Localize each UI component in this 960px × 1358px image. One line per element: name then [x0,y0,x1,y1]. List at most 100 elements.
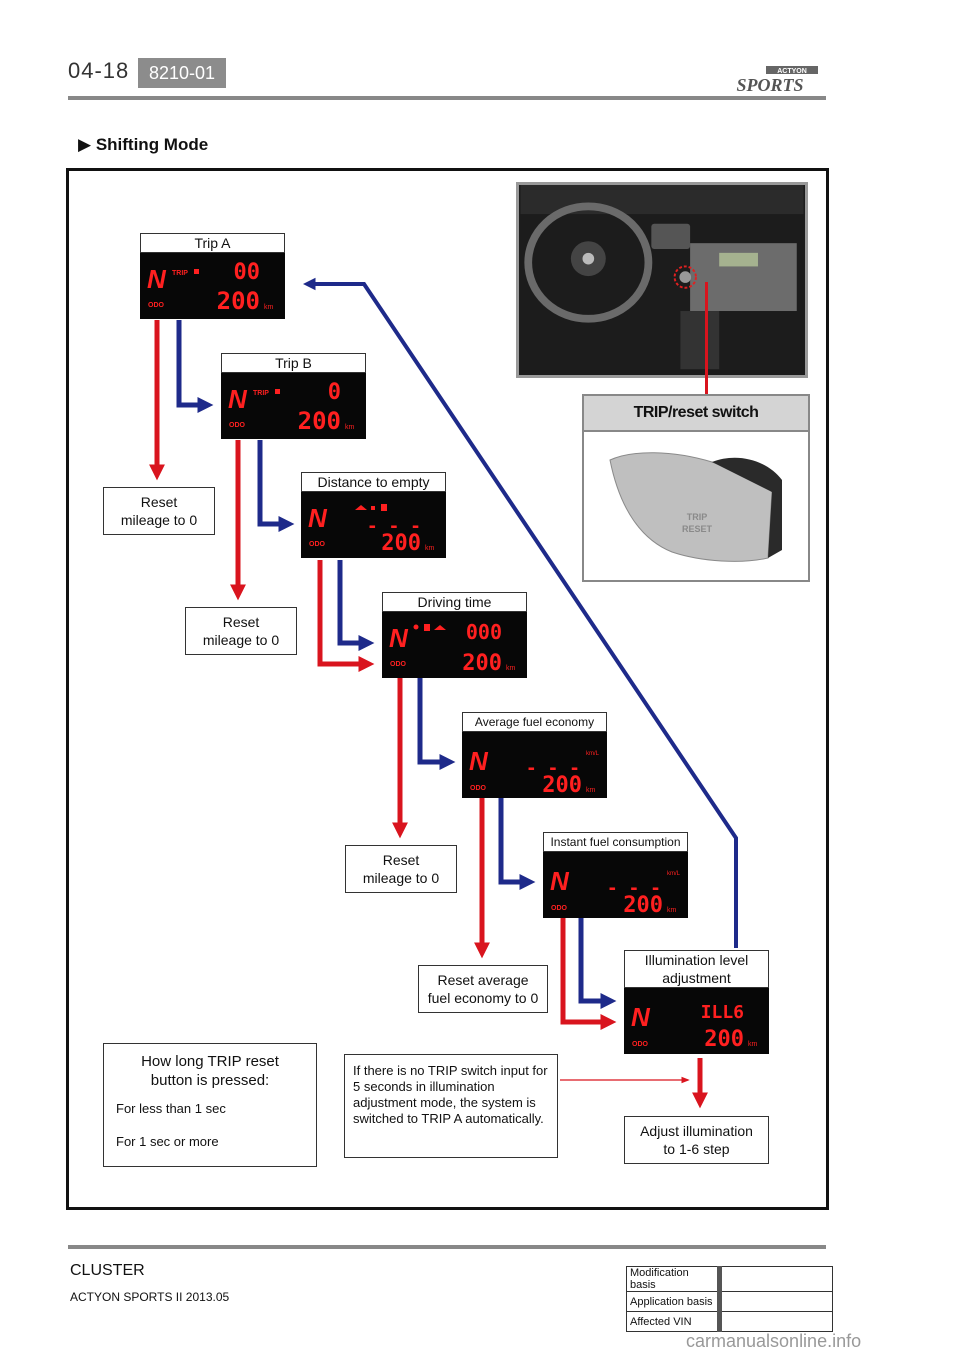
reset-label-driving-time: Reset mileage to 0 [345,845,457,893]
svg-text:ACTYON: ACTYON [777,68,807,75]
svg-text:- - -: - - - [526,758,580,779]
mode-distance-to-empty: Distance to empty N - - - ODO 200 km [301,472,446,563]
dashboard-photo [516,182,808,378]
svg-text:ODO: ODO [551,905,568,912]
svg-text:km/L: km/L [667,871,681,877]
svg-text:- - -: - - - [607,878,661,899]
svg-text:- - -: - - - [367,516,421,537]
blue-arrow-dte-to-time [337,560,375,652]
modification-basis-label: Modification basis [626,1266,722,1292]
svg-text:200: 200 [623,893,663,918]
svg-text:N: N [550,866,570,896]
mode-caption: Trip A [140,233,285,253]
svg-text:ODO: ODO [470,785,487,792]
mode-caption: Trip B [221,353,366,373]
legend-title: How long TRIP reset button is pressed: [141,1053,279,1089]
leader-line [705,282,708,394]
lcd-bottom-digits: 200 [217,287,260,315]
revision-info-table: Modification basis Application basis Aff… [626,1266,833,1332]
modification-basis-value [719,1266,833,1292]
lcd-odo: ODO [148,302,165,309]
blue-arrow-ill-to-trip-a [302,277,738,948]
section-code-badge: 8210-01 [138,58,226,88]
svg-text:200: 200 [704,1027,744,1052]
lcd-tag: TRIP [172,270,188,277]
svg-text:SPORTS: SPORTS [736,75,803,94]
diagram-frame [66,168,829,1210]
svg-text:TRIP: TRIP [253,390,269,397]
svg-text:km: km [425,545,435,552]
svg-text:ODO: ODO [229,422,246,429]
svg-text:N: N [308,503,328,533]
svg-text:0: 0 [328,380,341,405]
affected-vin-label: Affected VIN [626,1311,722,1332]
mode-trip-b: Trip B N TRIP 0 ODO 200 km [221,353,366,444]
application-basis-label: Application basis [626,1291,722,1312]
lcd-display: N 000 ODO 200 km [382,612,527,678]
svg-text:N: N [631,1002,651,1032]
lcd-unit: km [264,304,274,311]
reset-label-trip-a: Reset mileage to 0 [103,487,215,535]
fuel-pump-icon [381,504,387,511]
mode-driving-time: Driving time N 000 ODO 200 km [382,592,527,683]
mode-average-fuel-economy: Average fuel economy N km/L - - - ODO 20… [462,712,607,803]
svg-text:ODO: ODO [632,1041,649,1048]
trip-reset-switch-panel: TRIP/reset switch TRIP RESET [582,394,810,582]
lcd-trip-icon [194,269,199,274]
lcd-display: N - - - ODO 200 km [301,492,446,558]
svg-text:km: km [506,665,516,672]
svg-text:N: N [469,746,489,776]
svg-text:N: N [389,623,409,653]
legend-short-press: For less than 1 sec [116,1101,226,1116]
mode-instant-fuel-consumption: Instant fuel consumption N km/L - - - OD… [543,832,688,923]
svg-text:ILL6: ILL6 [701,1002,744,1023]
mode-caption: Instant fuel consumption [543,832,688,852]
knob-reset-text: RESET [682,524,713,534]
red-arrow-dte-to-time [317,560,375,673]
svg-text:ODO: ODO [390,661,407,668]
blue-arrow-trip-b-to-dte [257,440,295,533]
application-basis-value [719,1291,833,1312]
blue-arrow-inst-to-ill [578,918,617,1010]
timeout-note: If there is no TRIP switch input for 5 s… [344,1054,558,1158]
lcd-display: N km/L - - - ODO 200 km [462,732,607,798]
mode-caption: Distance to empty [301,472,446,492]
blue-arrow-time-to-avg [417,678,456,771]
switch-title: TRIP/reset switch [584,396,808,432]
footer-subtitle: ACTYON SPORTS II 2013.05 [70,1290,230,1304]
svg-text:km: km [345,424,355,431]
header-rule [68,96,826,100]
svg-text:200: 200 [462,651,502,676]
svg-text:200: 200 [381,531,421,556]
affected-vin-value [719,1311,833,1332]
mode-illumination-level: Illumination level adjustment N ILL6 ODO… [624,950,769,1059]
svg-text:200: 200 [298,407,341,435]
svg-text:km/L: km/L [586,751,600,757]
footer-title: CLUSTER [70,1262,145,1279]
triangle-bullet-icon: ▶ [78,135,92,154]
reset-label-trip-b: Reset mileage to 0 [185,607,297,655]
reset-label-average-fuel: Reset average fuel economy to 0 [418,965,548,1013]
car-icon [434,625,446,630]
knob-trip-text: TRIP [687,512,708,522]
lcd-top-digits: 00 [234,260,261,285]
red-arrow-inst-to-ill [560,918,617,1031]
blue-arrow-avg-to-inst [498,798,536,891]
watermark: carmanualsonline.info [686,1331,862,1351]
steering-wheel [524,202,653,323]
actyon-sports-logo: ACTYON SPORTS [736,66,818,94]
legend-long-press: For 1 sec or more [116,1134,219,1149]
lcd-gear: N [147,264,167,294]
trip-reset-knob-illustration: TRIP RESET [609,452,782,562]
mode-caption: Average fuel economy [462,712,607,732]
lcd-display: N ILL6 ODO 200 km [624,988,769,1054]
svg-text:ODO: ODO [309,541,326,548]
adjust-illumination-label: Adjust illumination to 1-6 step [624,1116,769,1164]
mode-caption: Illumination level adjustment [624,950,769,988]
car-icon [355,505,367,510]
mode-caption: Driving time [382,592,527,612]
lcd-display: N km/L - - - ODO 200 km [543,852,688,918]
lcd-display: N TRIP 00 ODO 200 km [140,253,285,319]
svg-text:km: km [586,787,596,794]
svg-text:km: km [667,907,677,914]
